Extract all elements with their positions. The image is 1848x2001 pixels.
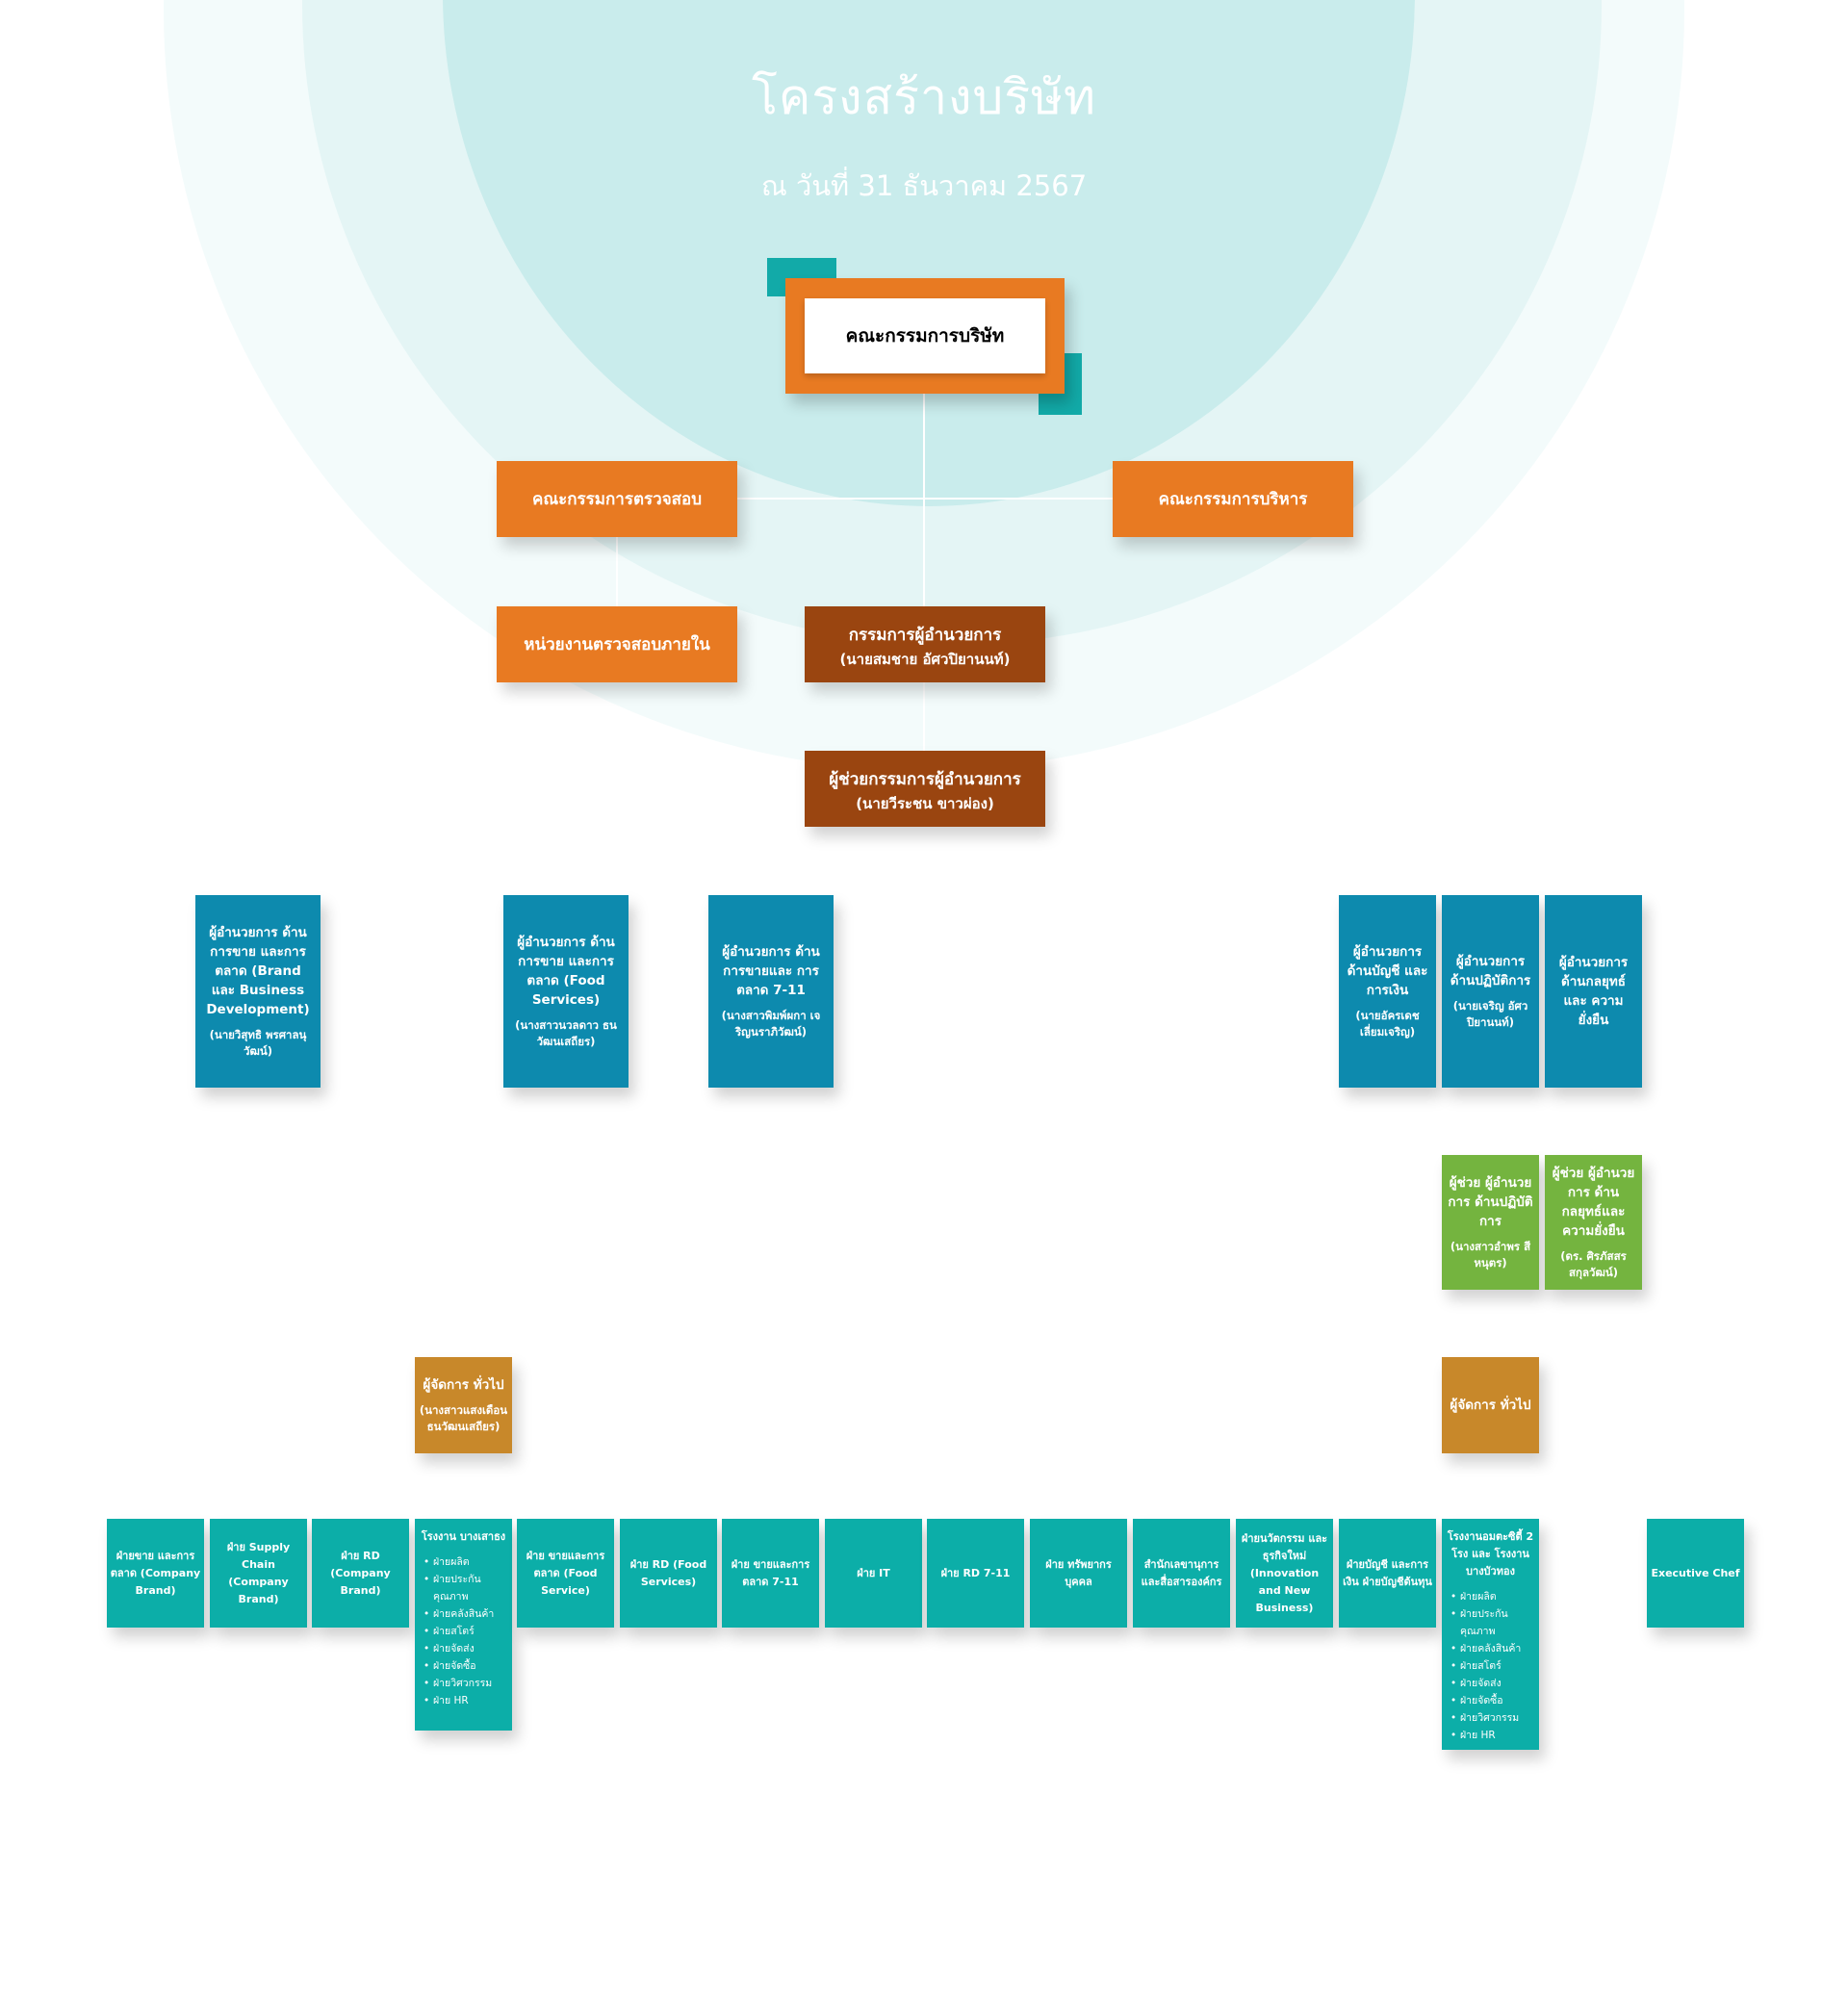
factory-unit: ฝ่ายวิศวกรรม [1450, 1709, 1542, 1727]
factory-unit: ฝ่ายสโตร์ [424, 1623, 515, 1640]
director-name: (นางสาวนวลดาว ธนวัฒนเสถียร) [515, 1018, 617, 1048]
page-subtitle: ณ วันที่ 31 ธันวาคม 2567 [760, 169, 1088, 202]
factory-unit: ฝ่ายประกัน คุณภาพ [424, 1571, 515, 1605]
factory-unit-list: ฝ่ายผลิต ฝ่ายประกัน คุณภาพ ฝ่ายคลังสินค้… [412, 1553, 515, 1709]
director-title: ผู้อำนวยการ ด้านบัญชี และการเงิน [1347, 944, 1428, 998]
md-title: กรรมการผู้อำนวยการ [848, 625, 1002, 645]
factory-unit: ฝ่ายประกัน คุณภาพ [1450, 1605, 1542, 1640]
assistant-md-box: ผู้ช่วยกรรมการผู้อำนวยการ (นายวีระชน ขาว… [805, 751, 1045, 827]
department-box: ฝ่าย ทรัพยากรบุคคล [1030, 1519, 1127, 1628]
assistant-director-name: (นางสาวอำพร สีหนุตร) [1450, 1240, 1531, 1270]
executive-committee-box: คณะกรรมการบริหาร [1113, 461, 1353, 537]
assistant-director-name: (ดร. ศิรภัสสร สกุลวัฒน์) [1560, 1249, 1627, 1279]
department-box: ฝ่าย ขายและการตลาด (Food Service) [517, 1519, 614, 1628]
assistant-director-title: ผู้ช่วย ผู้อำนวยการ ด้านปฏิบัติการ [1448, 1175, 1533, 1229]
connector-line [923, 394, 925, 817]
connector-line [737, 498, 1113, 500]
director-box: ผู้อำนวยการ ด้านบัญชี และการเงิน (นายอัค… [1339, 895, 1436, 1088]
internal-audit-box: หน่วยงานตรวจสอบภายใน [497, 606, 737, 682]
department-box: ฝ่าย RD (Company Brand) [312, 1519, 409, 1628]
department-box: สำนักเลขานุการ และสื่อสารองค์กร [1133, 1519, 1230, 1628]
assistant-md-title: ผู้ช่วยกรรมการผู้อำนวยการ [829, 769, 1021, 789]
assistant-director-box: ผู้ช่วย ผู้อำนวยการ ด้านกลยุทธ์และ ความย… [1545, 1155, 1642, 1290]
factory-unit: ฝ่ายคลังสินค้า [424, 1605, 515, 1623]
department-box: ฝ่าย Supply Chain (Company Brand) [210, 1519, 307, 1628]
department-box: ฝ่าย ขายและการตลาด 7-11 [722, 1519, 819, 1628]
director-name: (นางสาวพิมพ์ผกา เจริญนราภิวัฒน์) [721, 1009, 821, 1039]
general-manager-box: ผู้จัดการ ทั่วไป [1442, 1357, 1539, 1453]
factory-unit: ฝ่ายผลิต [424, 1553, 515, 1571]
department-box: ฝ่ายขาย และการตลาด (Company Brand) [107, 1519, 204, 1628]
general-manager-title: ผู้จัดการ ทั่วไป [1450, 1398, 1531, 1413]
assistant-md-name: (นายวีระชน ขาวผ่อง) [856, 794, 994, 812]
director-box: ผู้อำนวยการ ด้านปฏิบัติการ (นายเจริญ อัศ… [1442, 895, 1539, 1088]
factory-unit: ฝ่ายสโตร์ [1450, 1657, 1542, 1675]
director-title: ผู้อำนวยการ ด้านการขายและ การตลาด 7-11 [722, 944, 820, 998]
audit-committee-box: คณะกรรมการตรวจสอบ [497, 461, 737, 537]
general-manager-title: ผู้จัดการ ทั่วไป [423, 1377, 504, 1393]
factory-unit: ฝ่าย HR [1450, 1727, 1542, 1744]
director-box: ผู้อำนวยการ ด้านกลยุทธ์และ ความยั่งยืน [1545, 895, 1642, 1088]
connector-line [616, 537, 618, 606]
director-box: ผู้อำนวยการ ด้านการขาย และการตลาด (Brand… [195, 895, 321, 1088]
director-title: ผู้อำนวยการ ด้านการขาย และการตลาด (Brand… [206, 925, 310, 1017]
assistant-director-box: ผู้ช่วย ผู้อำนวยการ ด้านปฏิบัติการ (นางส… [1442, 1155, 1539, 1290]
factory-box: โรงงาน บางเสาธง ฝ่ายผลิต ฝ่ายประกัน คุณภ… [415, 1519, 512, 1731]
director-name: (นายวิสุทธิ พรศาลนุวัฒน์) [209, 1028, 307, 1058]
department-box: ฝ่าย RD 7-11 [927, 1519, 1024, 1628]
department-box: ฝ่ายบัญชี และการเงิน ฝ่ายบัญชีต้นทุน [1339, 1519, 1436, 1628]
factory-unit: ฝ่ายจัดซื้อ [424, 1657, 515, 1675]
factory-unit: ฝ่ายผลิต [1450, 1588, 1542, 1605]
factory-unit-list: ฝ่ายผลิต ฝ่ายประกัน คุณภาพ ฝ่ายคลังสินค้… [1439, 1588, 1542, 1744]
factory-unit: ฝ่าย HR [424, 1692, 515, 1709]
factory-unit: ฝ่ายจัดส่ง [424, 1640, 515, 1657]
page-title: โครงสร้างบริษัท [752, 69, 1096, 125]
general-manager-box: ผู้จัดการ ทั่วไป (นางสาวแสงเดือน ธนวัฒนเ… [415, 1357, 512, 1453]
director-box: ผู้อำนวยการ ด้านการขายและ การตลาด 7-11 (… [708, 895, 834, 1088]
board-of-directors-box: คณะกรรมการบริษัท [805, 298, 1045, 373]
managing-director-box: กรรมการผู้อำนวยการ (นายสมชาย อัศวปิยานนท… [805, 606, 1045, 682]
director-title: ผู้อำนวยการ ด้านการขาย และการตลาด (Food … [517, 935, 615, 1008]
director-name: (นายเจริญ อัศวปิยานนท์) [1452, 999, 1528, 1029]
department-box: ฝ่าย IT [825, 1519, 922, 1628]
assistant-director-title: ผู้ช่วย ผู้อำนวยการ ด้านกลยุทธ์และ ความย… [1552, 1166, 1635, 1239]
director-title: ผู้อำนวยการ ด้านปฏิบัติการ [1450, 954, 1531, 988]
factory-title: โรงงานอมตะซิตี้ 2 โรง และ โรงงานบางบัวทอ… [1447, 1530, 1534, 1578]
department-box: Executive Chef [1647, 1519, 1744, 1628]
factory-unit: ฝ่ายคลังสินค้า [1450, 1640, 1542, 1657]
factory-unit: ฝ่ายวิศวกรรม [424, 1675, 515, 1692]
factory-unit: ฝ่ายจัดซื้อ [1450, 1692, 1542, 1709]
md-name: (นายสมชาย อัศวปิยานนท์) [839, 650, 1011, 668]
director-title: ผู้อำนวยการ ด้านกลยุทธ์และ ความยั่งยืน [1558, 955, 1629, 1028]
factory-unit: ฝ่ายจัดส่ง [1450, 1675, 1542, 1692]
general-manager-name: (นางสาวแสงเดือน ธนวัฒนเสถียร) [419, 1403, 508, 1433]
factory-title: โรงงาน บางเสาธง [421, 1530, 506, 1543]
factory-box: โรงงานอมตะซิตี้ 2 โรง และ โรงงานบางบัวทอ… [1442, 1519, 1539, 1750]
department-box: ฝ่ายนวัตกรรม และธุรกิจใหม่ (Innovation a… [1236, 1519, 1333, 1628]
department-box: ฝ่าย RD (Food Services) [620, 1519, 717, 1628]
director-box: ผู้อำนวยการ ด้านการขาย และการตลาด (Food … [503, 895, 629, 1088]
director-name: (นายอัครเดช เลี่ยมเจริญ) [1355, 1009, 1420, 1039]
